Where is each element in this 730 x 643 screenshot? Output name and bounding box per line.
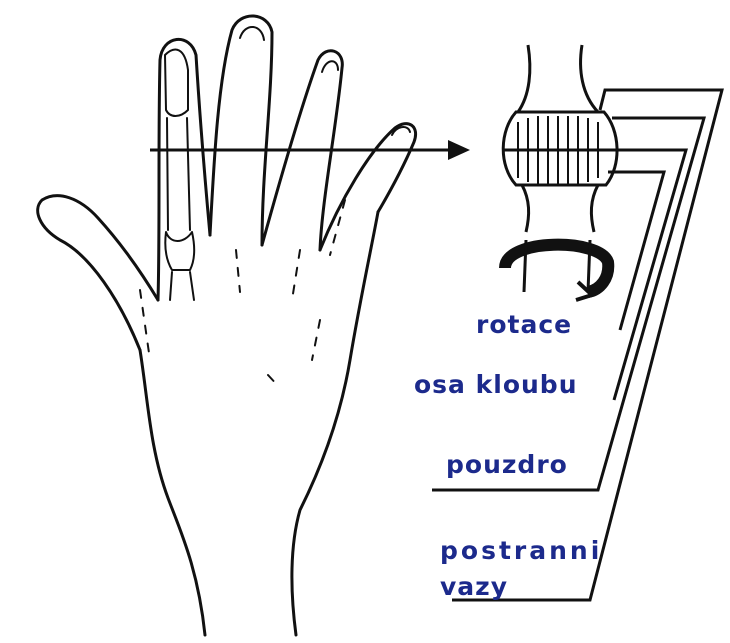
label-joint-axis: osa kloubu: [414, 372, 578, 397]
upper-bone: [518, 45, 598, 112]
index-finger-bones: [165, 50, 194, 300]
rotation-arrow: [505, 245, 608, 292]
lower-bone: [522, 185, 598, 232]
thumb-outline: [38, 196, 158, 350]
label-collateral-line1: postranni: [440, 538, 602, 563]
palm-left-edge: [140, 350, 205, 635]
palm-right-edge: [292, 212, 378, 635]
middle-finger-outline: [210, 16, 272, 245]
joint-illustration: [503, 45, 617, 300]
label-rotation: rotace: [476, 312, 572, 337]
label-collateral-line2: vazy: [440, 574, 508, 599]
joint-axis-arrow: [150, 140, 470, 160]
little-finger-outline: [320, 124, 416, 250]
ring-fingernail: [322, 61, 338, 72]
label-capsule: pouzdro: [446, 452, 568, 477]
middle-fingernail: [240, 27, 264, 40]
hand-drawing: [38, 16, 416, 635]
